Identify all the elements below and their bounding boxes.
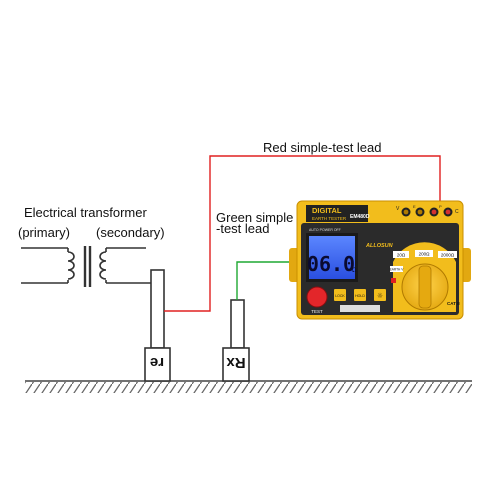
hold-button-label: HOLD <box>355 294 365 298</box>
earth-v-label: EARTH V <box>390 266 405 272</box>
transformer-ground-rod <box>150 269 165 349</box>
meter-status-strip: AUTO POWER OFF <box>309 228 341 232</box>
green-lead-label-line2: -test lead <box>216 221 270 236</box>
range-label-200: 200Ω <box>415 250 433 257</box>
lcd-reading: 06.0 <box>307 252 355 276</box>
terminal-c[interactable]: C <box>443 207 460 217</box>
earth-v-label-text: EARTH V <box>390 268 405 272</box>
range-label-200-text: 200Ω <box>419 252 431 257</box>
range-label-20: 20Ω <box>393 251 409 258</box>
green-lead-label-line1: Green simple <box>216 210 294 225</box>
range-label-2000-text: 2000Ω <box>441 253 455 258</box>
lcd-unit: Ω <box>352 267 357 274</box>
probe-rx: Rx <box>222 299 250 382</box>
range-label-20-text: 20Ω <box>397 253 406 258</box>
red-lead-label: Red simple-test lead <box>263 140 382 155</box>
terminal-c-label: C <box>455 209 459 215</box>
red-test-lead <box>164 155 441 312</box>
meter-title-line1: DIGITAL <box>312 206 342 215</box>
meter-title-line2: EARTH TESTER <box>312 216 347 221</box>
probe-fe-label: re <box>150 354 164 371</box>
primary-label: (primary) <box>18 225 70 240</box>
lcd-screen <box>309 236 355 279</box>
probe-rx-label: Rx <box>226 354 246 371</box>
transformer-symbol <box>21 246 152 287</box>
meter-brand: ALLOSUN <box>365 243 394 249</box>
hold-button[interactable]: HOLD <box>354 289 366 301</box>
test-button[interactable]: TEST <box>306 286 328 314</box>
light-button[interactable]: ☼ <box>374 289 386 301</box>
meter-model: EM480D <box>350 214 370 220</box>
test-button-label: TEST <box>311 309 323 314</box>
lock-button[interactable]: LOCK <box>334 289 346 301</box>
terminal-e-label: E <box>413 204 416 209</box>
terminal-p-label: P <box>439 204 442 209</box>
ground <box>25 380 472 393</box>
light-button-icon: ☼ <box>377 292 383 300</box>
earth-tester-meter: DIGITAL EARTH TESTER EM480D V E P C AUTO… <box>289 200 471 320</box>
transformer-label: Electrical transformer <box>24 205 147 220</box>
lock-button-label: LOCK <box>335 294 345 298</box>
terminal-v[interactable]: V <box>396 206 411 217</box>
red-indicator <box>391 278 396 283</box>
terminal-e[interactable]: E <box>413 204 425 217</box>
terminal-p[interactable]: P <box>429 204 443 217</box>
warning-label <box>340 305 380 312</box>
range-selector-knob[interactable] <box>401 263 449 311</box>
probe-fe: re <box>144 347 171 382</box>
catii-label: CAT II <box>447 301 460 306</box>
secondary-label: (secondary) <box>96 225 165 240</box>
range-label-2000: 2000Ω <box>438 251 457 258</box>
terminal-v-label: V <box>396 206 400 212</box>
